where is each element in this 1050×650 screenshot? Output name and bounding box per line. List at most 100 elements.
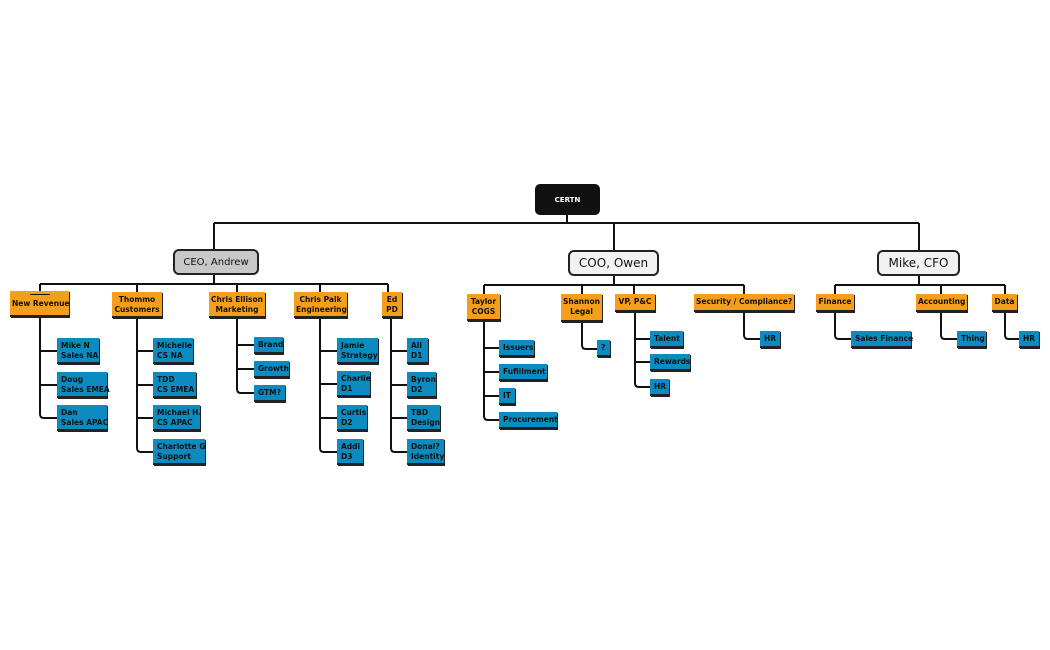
report-strategy: Jamie Strategy (337, 338, 378, 364)
dept-thommo-customers: Thommo Customers (112, 292, 162, 318)
connector-elbow (581, 344, 597, 350)
report-label: TBD Design (411, 408, 441, 427)
report-support: Charlotte G Support (153, 439, 205, 465)
report-label: Rewards (654, 357, 691, 366)
report-cs-emea: TDD CS EMEA (153, 372, 196, 398)
report-label: GTM? (258, 388, 281, 397)
dept-security-compliance: Security / Compliance? (694, 294, 794, 312)
report-rewards: Rewards (650, 354, 690, 371)
report-label: Procurement (503, 415, 558, 424)
report-sales-apac: Dan Sales APAC (57, 405, 109, 431)
connector-elbow (390, 447, 407, 453)
dept-label: Accounting (918, 297, 966, 306)
report-procurement: Procurement (499, 412, 558, 429)
report-label: Talent (654, 334, 680, 343)
report-it: IT (499, 388, 515, 405)
dept-label: Finance (818, 297, 852, 306)
connector-elbow (634, 382, 650, 388)
dept-label: Chris Ellison Marketing (211, 295, 263, 314)
report-cs-na: Michelle CS NA (153, 338, 193, 364)
report-label: TDD CS EMEA (157, 375, 195, 394)
dept-label: Shannon Legal (563, 297, 600, 316)
report-label: Charlotte G Support (157, 442, 206, 461)
report-eng-d2: Curtis D2 (337, 405, 367, 431)
report-label: Issuers (503, 343, 534, 352)
connector-elbow (39, 413, 57, 419)
report-gtm: GTM? (254, 385, 285, 402)
report-label: Ali D1 (411, 341, 423, 360)
report-label: HR (764, 334, 777, 343)
connector-elbow (319, 447, 337, 453)
report-talent: Talent (650, 331, 683, 348)
connector-elbow (940, 334, 957, 340)
report-label: Addi D3 (341, 442, 361, 461)
report-label: Byron D2 (411, 375, 436, 394)
report-sales-na: Mike N Sales NA (57, 338, 99, 364)
report-identity: Donal? Identity (407, 439, 444, 465)
report-fufillment: Fufillment (499, 364, 547, 381)
exec-node-coo: COO, Owen (568, 250, 659, 276)
dept-label: Ed PD (386, 295, 398, 314)
dept-data: Data (992, 294, 1017, 312)
report-label: Fufillment (503, 367, 546, 376)
report-label: Dan Sales APAC (61, 408, 109, 427)
exec-node-cfo: Mike, CFO (877, 250, 960, 276)
connector-elbow (136, 447, 153, 453)
report-label: HR (1023, 334, 1036, 343)
report-sales-finance: Sales Finance (851, 331, 914, 348)
connector-elbow (1004, 334, 1019, 340)
connector-elbow (236, 388, 254, 394)
report-pd-d2: Byron D2 (407, 372, 436, 398)
report-issuers: Issuers (499, 340, 534, 357)
dept-accounting: Accounting (916, 294, 967, 312)
report-label: Mike N Sales NA (61, 341, 99, 360)
blank-name-line (29, 294, 50, 295)
report-label: Charlie D1 (341, 374, 371, 393)
connector-elbow (743, 334, 760, 340)
dept-chris-palk-engineering: Chris Palk Engineering (294, 292, 347, 318)
dept-ed-pd: Ed PD (382, 292, 402, 318)
report-data-hr: HR (1019, 331, 1039, 348)
dept-label: Taylor COGS (470, 297, 497, 316)
dept-label: Chris Palk Engineering (296, 295, 347, 314)
root-node-certn: CERTN (535, 184, 600, 215)
report-label: Brand (258, 340, 284, 349)
report-label: HR (654, 382, 667, 391)
connector-elbow (834, 334, 851, 340)
report-legal-unknown: ? (597, 340, 610, 357)
report-label: Thing (961, 334, 985, 343)
report-cs-apac: Michael H. CS APAC (153, 405, 202, 431)
report-pd-d1: Ali D1 (407, 338, 428, 364)
dept-taylor-cogs: Taylor COGS (467, 294, 500, 321)
report-thing: Thing (957, 331, 986, 348)
report-label: IT (503, 391, 511, 400)
dept-vp-pc: VP, P&C (615, 294, 655, 312)
report-label: Sales Finance (855, 334, 914, 343)
dept-label: Security / Compliance? (696, 297, 793, 306)
report-label: Michelle CS NA (157, 341, 193, 360)
dept-finance: Finance (816, 294, 854, 312)
report-pc-hr: HR (650, 379, 669, 396)
dept-label: New Revenue (12, 299, 70, 308)
report-eng-d1: Charlie D1 (337, 371, 371, 397)
report-label: Curtis D2 (341, 408, 367, 427)
report-security-hr: HR (760, 331, 780, 348)
dept-new-revenue: New Revenue (10, 291, 70, 317)
report-label: Doug Sales EMEA (61, 375, 110, 394)
dept-chris-ellison-marketing: Chris Ellison Marketing (209, 292, 265, 318)
dept-shannon-legal: Shannon Legal (561, 294, 602, 322)
exec-node-ceo: CEO, Andrew (173, 249, 259, 275)
report-growth: Growth (254, 361, 289, 378)
report-label: Growth (258, 364, 289, 373)
report-label: Jamie Strategy (341, 341, 378, 360)
dept-label: Data (994, 297, 1015, 306)
report-label: Michael H. CS APAC (157, 408, 202, 427)
report-eng-d3: Addi D3 (337, 439, 363, 465)
report-brand: Brand (254, 337, 283, 354)
dept-label: Thommo Customers (114, 295, 160, 314)
report-label: Donal? Identity (411, 442, 445, 461)
dept-label: VP, P&C (618, 297, 652, 306)
report-design: TBD Design (407, 405, 440, 431)
report-label: ? (601, 343, 606, 352)
